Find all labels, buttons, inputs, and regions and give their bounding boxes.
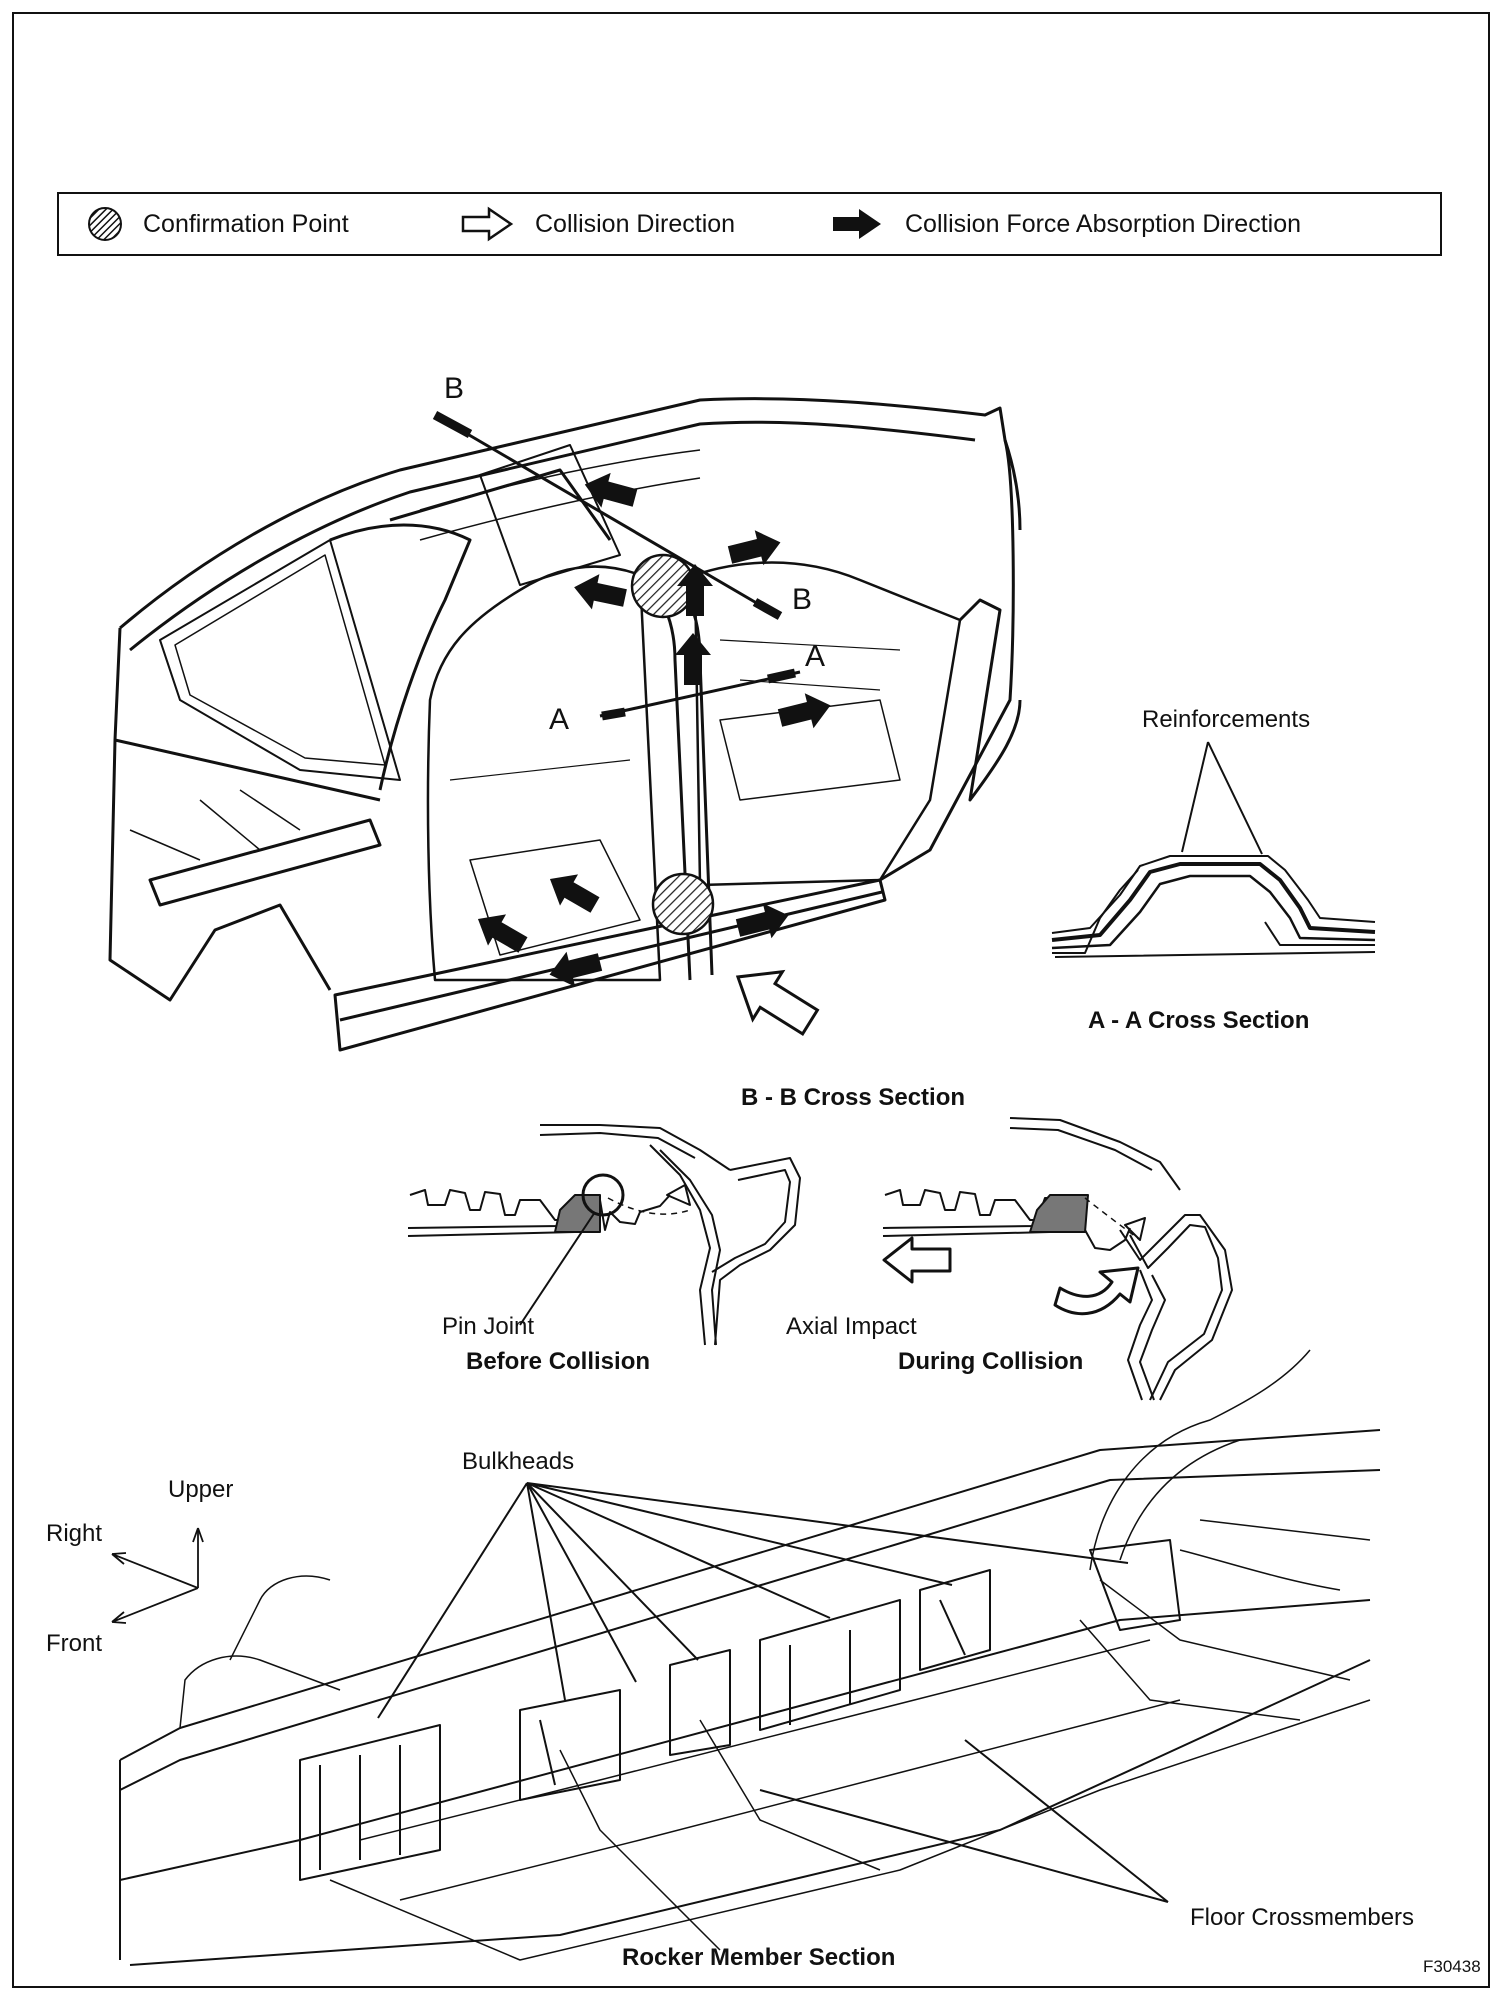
figure-frame — [12, 12, 1490, 1988]
rocker-section-title: Rocker Member Section — [622, 1944, 896, 1971]
legend-box: Confirmation Point Collision Direction C… — [57, 192, 1442, 256]
bulkheads-label: Bulkheads — [462, 1448, 575, 1475]
absorption-arrows — [477, 472, 831, 987]
bb-before-collision-drawing — [407, 1124, 801, 1346]
legend-absorption-direction: Collision Force Absorption Direction — [829, 194, 1301, 254]
rocker-member-drawing — [111, 1349, 1381, 1966]
bb-during-collision-drawing — [882, 1117, 1233, 1401]
collision-direction-arrow — [735, 969, 820, 1036]
bb-section-title: B - B Cross Section — [741, 1084, 966, 1111]
legend-confirmation-point: Confirmation Point — [87, 194, 349, 254]
axis-upper-label: Upper — [168, 1476, 234, 1503]
aa-section-title: A - A Cross Section — [1088, 1007, 1310, 1034]
section-cut-lines — [432, 411, 801, 721]
reinforcements-label: Reinforcements — [1142, 706, 1311, 733]
outline-arrow-icon — [461, 206, 514, 242]
section-marker-b-top: B — [444, 372, 465, 405]
hatched-circle-icon — [88, 207, 122, 241]
axis-right-label: Right — [46, 1520, 103, 1547]
confirmation-point-rocker — [651, 872, 715, 936]
section-marker-b-end: B — [792, 583, 813, 616]
section-marker-a-left: A — [549, 703, 570, 736]
figure-id: F30438 — [1423, 1957, 1481, 1976]
legend-label: Confirmation Point — [143, 209, 349, 238]
pin-joint-label: Pin Joint — [442, 1313, 535, 1340]
during-collision-label: During Collision — [898, 1348, 1084, 1375]
solid-arrow-icon — [833, 209, 881, 239]
axis-front-label: Front — [46, 1630, 103, 1657]
section-marker-a-right: A — [805, 640, 826, 673]
legend-label: Collision Direction — [535, 209, 736, 238]
legend-collision-direction: Collision Direction — [459, 194, 735, 254]
aa-cross-section-drawing — [1051, 741, 1376, 958]
legend-label: Collision Force Absorption Direction — [905, 209, 1302, 238]
axial-impact-label: Axial Impact — [786, 1313, 917, 1340]
before-collision-label: Before Collision — [466, 1348, 651, 1375]
floor-crossmembers-label: Floor Crossmembers — [1190, 1904, 1415, 1931]
